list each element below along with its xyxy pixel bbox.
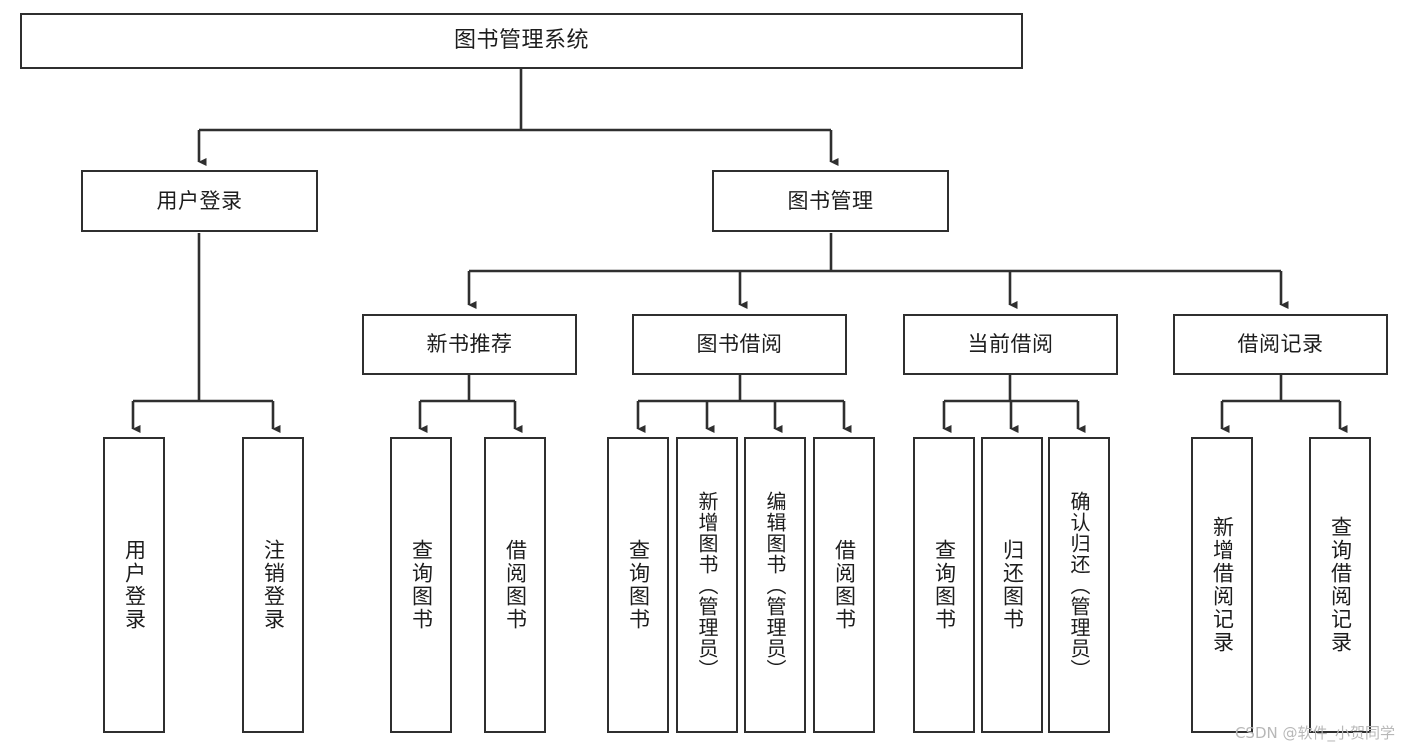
leaf-new-books-borrow[interactable]: 借阅图书 xyxy=(484,437,546,733)
leaf-records-add-record[interactable]: 新增借阅记录 xyxy=(1191,437,1253,733)
leaf-user-login-logout[interactable]: 注销登录 xyxy=(242,437,304,733)
node-label: 新增借阅记录 xyxy=(1210,516,1235,654)
node-label: 借阅记录 xyxy=(1237,332,1324,357)
leaf-borrow-query-book[interactable]: 查询图书 xyxy=(607,437,669,733)
node-current-borrow[interactable]: 当前借阅 xyxy=(903,314,1118,375)
node-label: 借阅图书 xyxy=(832,539,857,631)
node-label: 归还图书 xyxy=(1000,539,1025,631)
node-label: 查询借阅记录 xyxy=(1328,516,1353,654)
leaf-user-login-login[interactable]: 用户登录 xyxy=(103,437,165,733)
node-label: 图书管理系统 xyxy=(453,28,589,54)
leaf-records-query-record[interactable]: 查询借阅记录 xyxy=(1309,437,1371,733)
node-label: 新书推荐 xyxy=(426,332,513,357)
node-label: 用户登录 xyxy=(156,188,243,213)
node-label: 当前借阅 xyxy=(967,332,1054,357)
leaf-borrow-borrow-book[interactable]: 借阅图书 xyxy=(813,437,875,733)
node-user-login[interactable]: 用户登录 xyxy=(81,170,318,232)
node-label: 编辑图书（管理员） xyxy=(763,490,787,680)
csdn-watermark: CSDN @软件_小贺同学 xyxy=(1234,724,1395,742)
node-root-system[interactable]: 图书管理系统 xyxy=(20,13,1023,69)
node-label: 图书借阅 xyxy=(696,332,783,357)
node-label: 用户登录 xyxy=(122,539,147,631)
node-label: 新增图书（管理员） xyxy=(695,490,719,680)
node-book-borrow[interactable]: 图书借阅 xyxy=(632,314,847,375)
leaf-current-query-book[interactable]: 查询图书 xyxy=(913,437,975,733)
leaf-current-confirm-return-admin[interactable]: 确认归还（管理员） xyxy=(1048,437,1110,733)
node-label: 借阅图书 xyxy=(503,539,528,631)
node-label: 查询图书 xyxy=(409,539,434,631)
leaf-borrow-add-book-admin[interactable]: 新增图书（管理员） xyxy=(676,437,738,733)
node-label: 图书管理 xyxy=(787,188,874,213)
leaf-new-books-query[interactable]: 查询图书 xyxy=(390,437,452,733)
node-borrow-records[interactable]: 借阅记录 xyxy=(1173,314,1388,375)
node-book-management[interactable]: 图书管理 xyxy=(712,170,949,232)
node-label: 查询图书 xyxy=(932,539,957,631)
leaf-borrow-edit-book-admin[interactable]: 编辑图书（管理员） xyxy=(744,437,806,733)
node-new-book-recommend[interactable]: 新书推荐 xyxy=(362,314,577,375)
node-label: 查询图书 xyxy=(626,539,651,631)
node-label: 确认归还（管理员） xyxy=(1067,490,1091,680)
leaf-current-return-book[interactable]: 归还图书 xyxy=(981,437,1043,733)
node-label: 注销登录 xyxy=(261,539,286,631)
